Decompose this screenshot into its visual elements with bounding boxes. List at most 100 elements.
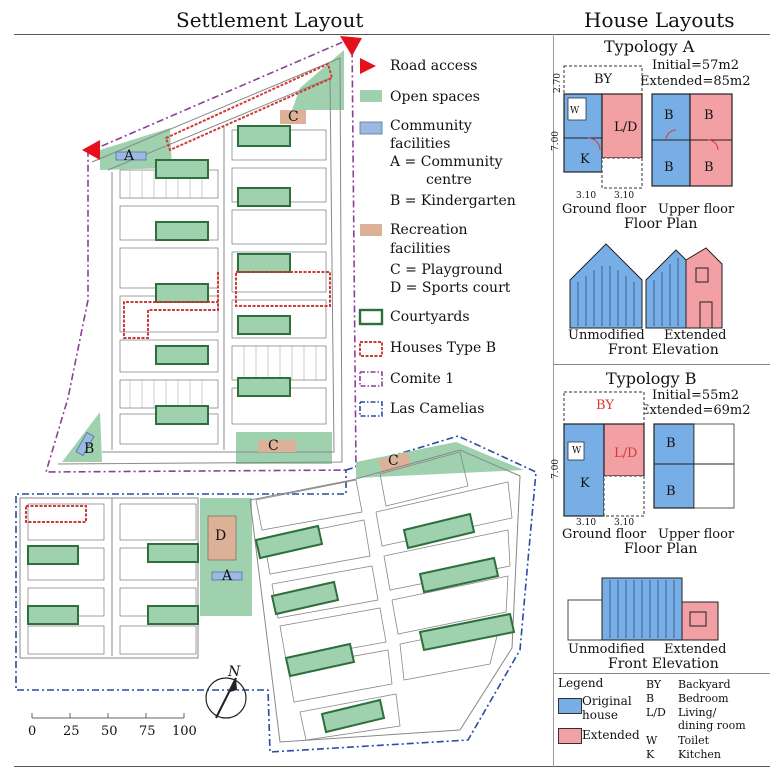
typology-a-initial: Initial=57m2 [652, 58, 739, 73]
scale-label-75: 75 [139, 724, 156, 739]
b-room-by: BY [596, 398, 614, 413]
typology-divider [554, 364, 770, 365]
north-arrow [205, 677, 247, 719]
legend-recreation-4: D = Sports court [390, 280, 511, 296]
road-access-swatch [360, 58, 376, 74]
a-room-b4: B [704, 160, 714, 175]
scale-label-50: 50 [101, 724, 118, 739]
settlement-legend-swatches [358, 58, 384, 417]
house-layouts-title: House Layouts [584, 8, 735, 32]
abbr-val-ld-2: dining room [678, 719, 746, 732]
a-room-b3: B [664, 160, 674, 175]
abbr-key-w: W [646, 734, 658, 747]
courtyards-comite [155, 125, 291, 425]
b-room-ld: L/D [614, 446, 638, 461]
open-space-north [292, 50, 344, 110]
b-dim-side: 7.00 [551, 458, 562, 480]
b-room-b1: B [666, 436, 676, 451]
camelias-area [15, 435, 537, 753]
a-extended: Extended [664, 328, 727, 343]
comite-swatch [359, 371, 383, 387]
abbr-val-b: Bedroom [678, 692, 729, 705]
b-elev-unmodified-side [567, 599, 603, 641]
a-unmodified: Unmodified [568, 328, 645, 343]
b-room-k: K [580, 476, 590, 491]
camelias-blocks [27, 451, 513, 741]
a-dim-side: 7.00 [551, 130, 562, 152]
open-spaces-swatch [360, 90, 382, 102]
map-label-c-east: C [388, 453, 399, 469]
map-label-a-south: A [222, 568, 233, 584]
houses-type-b-swatch [359, 341, 383, 357]
legend-courtyards: Courtyards [390, 309, 470, 325]
typology-b-elevation [567, 577, 719, 641]
map-label-c-north: C [288, 109, 299, 125]
b-backyard [563, 391, 645, 425]
b-extended: Extended [664, 642, 727, 657]
typology-a-extended: Extended=85m2 [640, 74, 751, 89]
community-swatch [359, 121, 383, 135]
typology-b-title: Typology B [606, 369, 697, 388]
abbr-key-b: B [646, 692, 655, 705]
a-room-b1: B [664, 108, 674, 123]
b-ground-extended [603, 423, 645, 477]
legend-community-1: Community [390, 118, 472, 134]
recreation-swatch [360, 224, 382, 236]
legend-comite: Comite 1 [390, 371, 455, 387]
abbr-key-ld: L/D [646, 706, 666, 719]
typology-b-initial: Initial=55m2 [652, 388, 739, 403]
column-divider [553, 34, 554, 767]
a-room-w: W [570, 106, 580, 116]
abbr-val-by: Backyard [678, 678, 731, 691]
legend-houses-type-b: Houses Type B [390, 340, 496, 356]
b-upper-floor: Upper floor [658, 527, 735, 542]
b-elev-extended [681, 601, 719, 641]
legend-community-5: B = Kindergarten [390, 193, 516, 209]
b-upper-original [653, 423, 695, 509]
b-ground-original [563, 423, 605, 517]
top-rule [14, 34, 770, 35]
map-label-b: B [84, 441, 95, 457]
scale-label-25: 25 [63, 724, 80, 739]
scale-bar [31, 713, 185, 719]
legend-original-swatch [558, 698, 582, 714]
typology-a-elevation [569, 243, 723, 329]
map-label-c-south: C [268, 438, 279, 454]
b-dim-w1: 3.10 [576, 518, 597, 528]
legend-road-access: Road access [390, 58, 478, 74]
b-dim-w2: 3.10 [614, 518, 635, 528]
b-toilet [567, 441, 585, 461]
abbr-val-w: Toilet [678, 734, 710, 747]
a-floor-plan: Floor Plan [624, 216, 698, 232]
open-space-southwest [62, 412, 102, 462]
playground-c-north [280, 110, 306, 124]
legend-community-3: A = Community [390, 154, 503, 170]
legend-community-4: centre [426, 172, 472, 188]
legend-open-spaces: Open spaces [390, 89, 480, 105]
b-ground-floor: Ground floor [562, 527, 647, 542]
playground-c-south [258, 440, 296, 452]
b-upper-empty [693, 423, 735, 509]
a-dim-w2: 3.10 [614, 191, 635, 201]
typology-b-plan [563, 391, 735, 517]
legend-recreation-2: facilities [390, 241, 451, 257]
abbr-key-k: K [646, 748, 655, 761]
a-dim-w1: 3.10 [576, 191, 597, 201]
map-label-a-north: A [124, 148, 135, 164]
a-front-elevation: Front Elevation [608, 342, 719, 358]
b-room-b2: B [666, 484, 676, 499]
a-backyard [563, 65, 643, 95]
sports-court-d [207, 515, 237, 561]
b-unmodified: Unmodified [568, 642, 645, 657]
road-access-arrow-northeast [340, 36, 362, 56]
houses-type-b-camelias [25, 505, 87, 523]
legend-original-1: Original [582, 694, 632, 708]
abbr-key-by: BY [646, 678, 662, 691]
road-inner [102, 77, 335, 453]
map-label-d: D [215, 528, 227, 544]
a-elev-extended [685, 247, 723, 329]
a-toilet [567, 97, 587, 121]
community-a-south [211, 571, 243, 581]
camelias-boundary [15, 435, 537, 753]
